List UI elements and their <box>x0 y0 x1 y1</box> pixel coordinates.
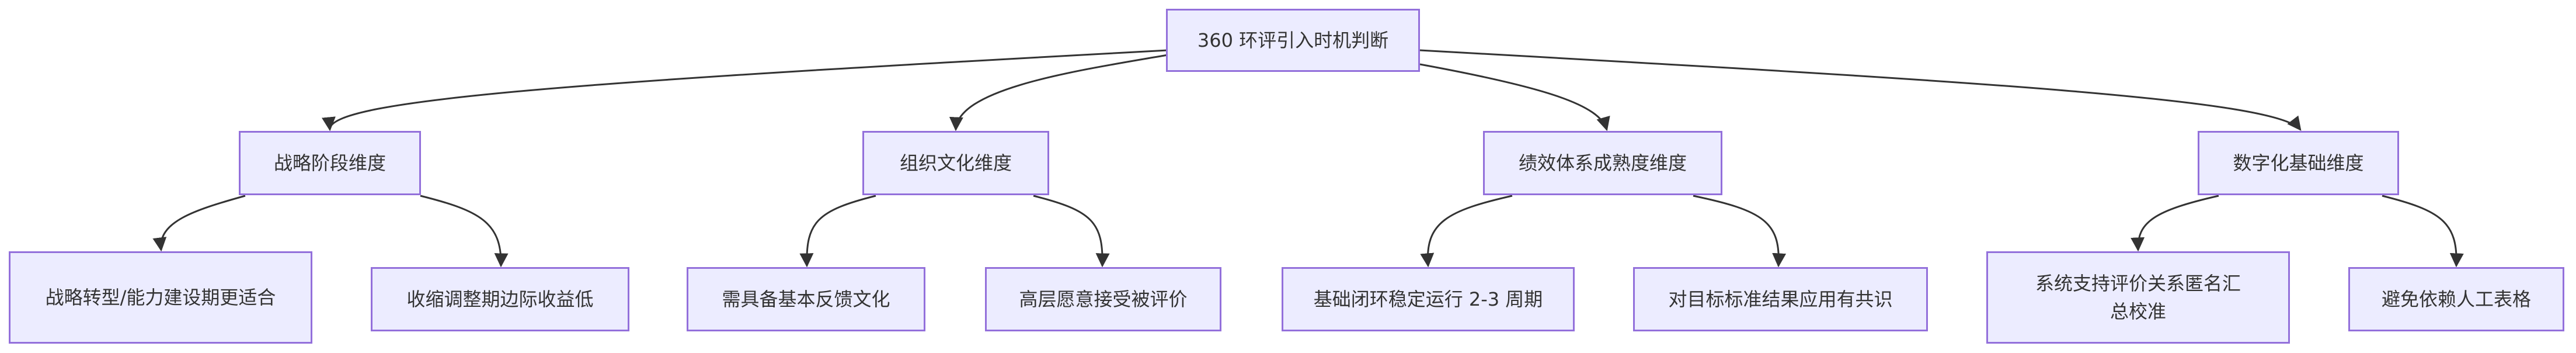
leaf-node-contraction: 收缩调整期边际收益低 <box>371 267 629 331</box>
branch-node-label: 数字化基础维度 <box>2233 152 2364 174</box>
leaf-node-label: 战略转型/能力建设期更适合 <box>45 286 276 309</box>
leaf-node-label: 对目标标准结果应用有共识 <box>1668 288 1893 310</box>
leaf-node-consensus: 对目标标准结果应用有共识 <box>1633 267 1928 331</box>
edge-strategy-to-leaf1 <box>152 195 246 252</box>
edge-strategy-to-leaf2 <box>420 195 509 268</box>
edge-root-to-strategy <box>322 49 1168 131</box>
edge-root-to-digital <box>1419 49 2302 131</box>
leaf-node-avoid-manual: 避免依赖人工表格 <box>2348 267 2564 331</box>
edge-root-to-culture <box>949 54 1168 131</box>
branch-node-performance: 绩效体系成熟度维度 <box>1483 131 1722 195</box>
branch-node-label: 战略阶段维度 <box>273 152 386 174</box>
leaf-node-label: 基础闭环稳定运行 2-3 周期 <box>1313 288 1543 310</box>
leaf-node-label: 收缩调整期边际收益低 <box>406 288 594 310</box>
leaf-node-label: 需具备基本反馈文化 <box>722 288 890 310</box>
branch-node-label: 组织文化维度 <box>899 152 1012 174</box>
edge-digital-to-leaf8 <box>2382 195 2464 268</box>
leaf-node-leadership-acceptance: 高层愿意接受被评价 <box>985 267 1221 331</box>
edge-digital-to-leaf7 <box>2131 195 2219 252</box>
branch-node-strategy: 战略阶段维度 <box>239 131 421 195</box>
leaf-node-label: 避免依赖人工表格 <box>2381 288 2531 310</box>
root-node-label: 360 环评引入时机判断 <box>1197 29 1389 51</box>
branch-node-digital: 数字化基础维度 <box>2198 131 2399 195</box>
root-node: 360 环评引入时机判断 <box>1166 9 1420 72</box>
edge-culture-to-leaf3 <box>799 195 876 268</box>
leaf-node-label: 高层愿意接受被评价 <box>1019 288 1188 310</box>
leaf-node-closed-loop: 基础闭环稳定运行 2-3 周期 <box>1282 267 1575 331</box>
branch-node-culture: 组织文化维度 <box>862 131 1049 195</box>
edge-performance-to-leaf5 <box>1420 195 1513 268</box>
leaf-node-transformation: 战略转型/能力建设期更适合 <box>9 251 312 344</box>
edge-culture-to-leaf4 <box>1033 195 1110 268</box>
edge-performance-to-leaf6 <box>1693 195 1787 268</box>
leaf-node-system-support: 系统支持评价关系匿名汇总校准 <box>1986 251 2290 344</box>
branch-node-label: 绩效体系成熟度维度 <box>1518 152 1687 174</box>
leaf-node-label: 系统支持评价关系匿名汇总校准 <box>2035 272 2241 323</box>
leaf-node-feedback-culture: 需具备基本反馈文化 <box>687 267 925 331</box>
edge-root-to-performance <box>1419 63 1610 131</box>
